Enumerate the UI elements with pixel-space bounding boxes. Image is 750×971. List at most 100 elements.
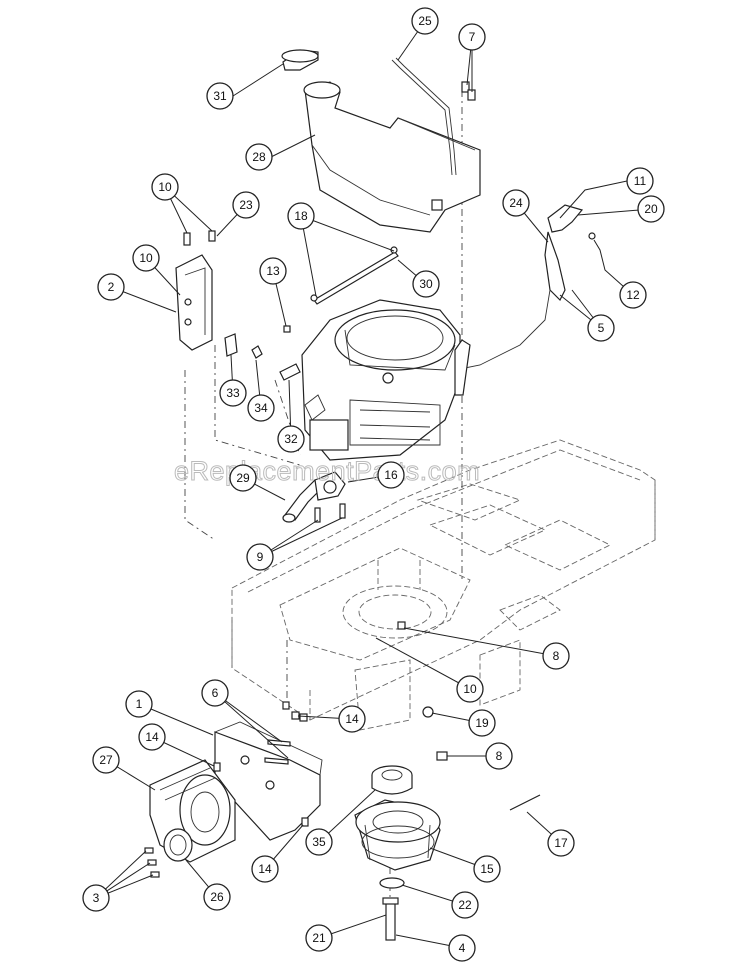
- callout-25: 25: [411, 7, 439, 35]
- svg-text:33: 33: [226, 386, 240, 400]
- watermark-text: eReplacementParts.com: [174, 456, 480, 486]
- callout-3: 3: [82, 884, 110, 912]
- fittings-right: [397, 621, 541, 811]
- throttle-control: [454, 204, 596, 371]
- callout-28: 28: [245, 143, 273, 171]
- svg-text:17: 17: [554, 836, 568, 850]
- callout-20: 20: [637, 195, 665, 223]
- svg-text:12: 12: [626, 288, 640, 302]
- callout-32: 32: [277, 425, 305, 453]
- svg-text:10: 10: [158, 180, 172, 194]
- callout-7: 7: [458, 23, 486, 51]
- svg-text:29: 29: [236, 471, 250, 485]
- callout-14-left: 14: [138, 723, 166, 751]
- svg-text:5: 5: [598, 321, 605, 335]
- callout-14-upper: 14: [338, 705, 366, 733]
- callout-10-lower: 10: [456, 675, 484, 703]
- svg-text:26: 26: [210, 890, 224, 904]
- callout-24: 24: [502, 189, 530, 217]
- svg-text:21: 21: [312, 931, 326, 945]
- callout-1: 1: [125, 690, 153, 718]
- svg-text:10: 10: [139, 251, 153, 265]
- fuel-hose: [310, 246, 399, 305]
- svg-text:23: 23: [239, 198, 253, 212]
- svg-text:9: 9: [257, 550, 264, 564]
- callout-22: 22: [451, 891, 479, 919]
- svg-text:14: 14: [145, 730, 159, 744]
- muffler-guard-bracket: [175, 230, 216, 351]
- muffler-gasket: [163, 828, 193, 862]
- small-parts-left: [224, 325, 301, 381]
- svg-text:8: 8: [553, 649, 560, 663]
- callout-18: 18: [287, 202, 315, 230]
- callout-8-lower: 8: [485, 742, 513, 770]
- svg-text:34: 34: [254, 401, 268, 415]
- fuel-tank: [303, 81, 481, 233]
- callout-19: 19: [468, 709, 496, 737]
- callout-8-upper: 8: [542, 642, 570, 670]
- callout-31: 31: [206, 82, 234, 110]
- svg-text:31: 31: [213, 89, 227, 103]
- callout-26: 26: [203, 883, 231, 911]
- callout-13: 13: [259, 257, 287, 285]
- svg-text:30: 30: [419, 277, 433, 291]
- callout-10-top: 10: [151, 173, 179, 201]
- svg-text:16: 16: [384, 468, 398, 482]
- callout-16: 16: [377, 461, 405, 489]
- callout-9: 9: [246, 543, 274, 571]
- svg-text:35: 35: [312, 835, 326, 849]
- svg-text:27: 27: [99, 753, 113, 767]
- svg-text:2: 2: [108, 280, 115, 294]
- svg-text:10: 10: [463, 682, 477, 696]
- callout-11: 11: [626, 167, 654, 195]
- svg-text:3: 3: [93, 891, 100, 905]
- callout-21: 21: [305, 924, 333, 952]
- callout-4: 4: [448, 934, 476, 962]
- svg-text:1: 1: [136, 697, 143, 711]
- callout-2: 2: [97, 273, 125, 301]
- callout-34: 34: [247, 394, 275, 422]
- callout-12: 12: [619, 281, 647, 309]
- pto-spacer: [371, 765, 413, 795]
- svg-text:14: 14: [345, 712, 359, 726]
- svg-text:13: 13: [266, 264, 280, 278]
- leader-lines: [95, 20, 652, 949]
- exhaust-pipe-gasket: [282, 471, 346, 523]
- engine: [301, 299, 471, 461]
- callout-27: 27: [92, 746, 120, 774]
- svg-text:7: 7: [469, 30, 476, 44]
- svg-text:4: 4: [459, 941, 466, 955]
- svg-text:24: 24: [509, 196, 523, 210]
- chassis-frame: [231, 439, 656, 731]
- callout-14-lower: 14: [251, 855, 279, 883]
- callout-10-bracket: 10: [132, 244, 160, 272]
- callout-29: 29: [229, 464, 257, 492]
- callout-6: 6: [201, 679, 229, 707]
- callout-35: 35: [305, 828, 333, 856]
- callout-17: 17: [547, 829, 575, 857]
- svg-text:15: 15: [480, 862, 494, 876]
- bolts-6: [264, 701, 308, 765]
- callout-5: 5: [587, 314, 615, 342]
- fuel-line-tube: [391, 57, 457, 176]
- fuel-cap: [281, 49, 319, 71]
- svg-text:25: 25: [418, 14, 432, 28]
- svg-text:8: 8: [496, 749, 503, 763]
- clutch-washer: [379, 877, 405, 889]
- clutch-bolt: [382, 897, 399, 941]
- svg-text:18: 18: [294, 209, 308, 223]
- svg-text:11: 11: [634, 174, 647, 188]
- callout-30: 30: [412, 270, 440, 298]
- callout-33: 33: [219, 379, 247, 407]
- svg-text:19: 19: [475, 716, 489, 730]
- callout-23: 23: [232, 191, 260, 219]
- svg-text:22: 22: [458, 898, 472, 912]
- svg-text:32: 32: [284, 432, 298, 446]
- svg-text:20: 20: [644, 202, 658, 216]
- svg-text:28: 28: [252, 150, 266, 164]
- callout-15: 15: [473, 855, 501, 883]
- svg-text:6: 6: [212, 686, 219, 700]
- muffler-screws: [144, 847, 160, 878]
- svg-text:14: 14: [258, 862, 272, 876]
